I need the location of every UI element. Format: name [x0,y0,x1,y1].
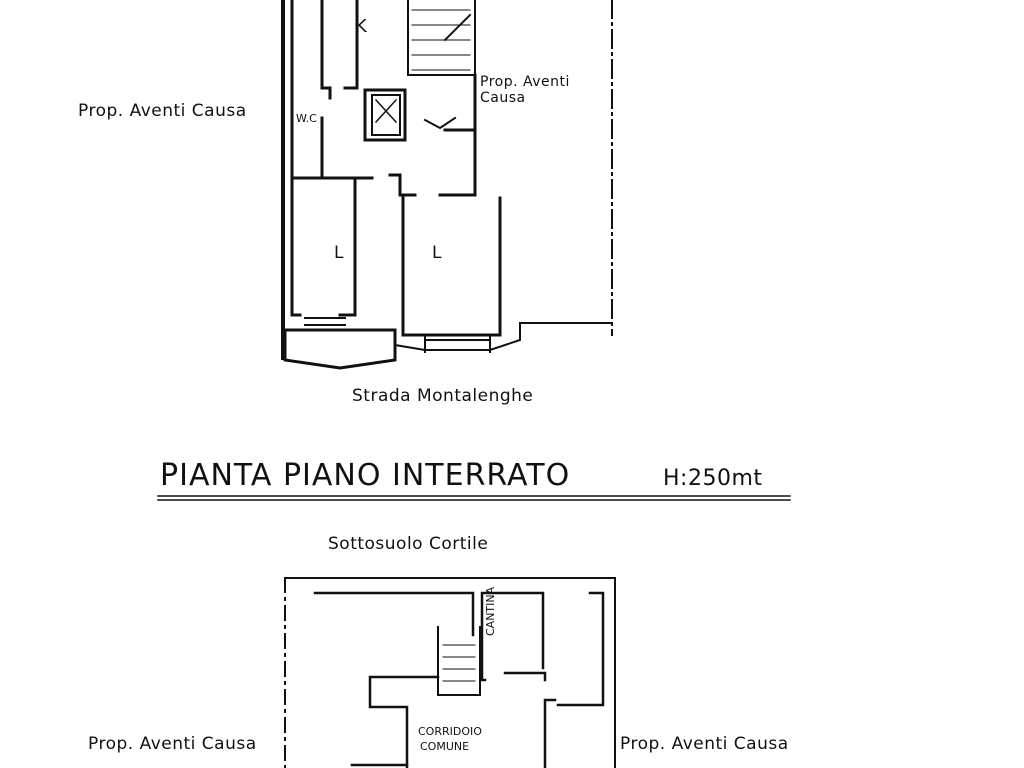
basement-height: H:250mt [663,466,763,491]
basement-plan [284,577,616,768]
title-underline [157,495,791,501]
basement-neighbor-left: Prop. Aventi Causa [88,734,257,754]
room-label-living-right: L [432,243,442,263]
room-label-living-left: L [334,243,344,263]
cellar-label: CANTINA [484,586,497,636]
neighbor-label-right-line2: Causa [480,90,526,106]
ground-floor-plan [281,0,613,370]
courtyard-label: Sottosuolo Cortile [328,534,489,554]
neighbor-label-right-line1: Prop. Aventi [480,74,570,90]
room-label-wc: W.C [296,112,317,125]
neighbor-label-left: Prop. Aventi Causa [78,101,247,121]
street-label: Strada Montalenghe [352,386,534,406]
basement-neighbor-right: Prop. Aventi Causa [620,734,789,754]
room-label-kitchen: K [355,16,368,37]
corridor-label-line1: CORRIDOIO [418,725,482,738]
basement-title: PIANTA PIANO INTERRATO [160,458,571,493]
corridor-label-line2: COMUNE [420,740,470,753]
